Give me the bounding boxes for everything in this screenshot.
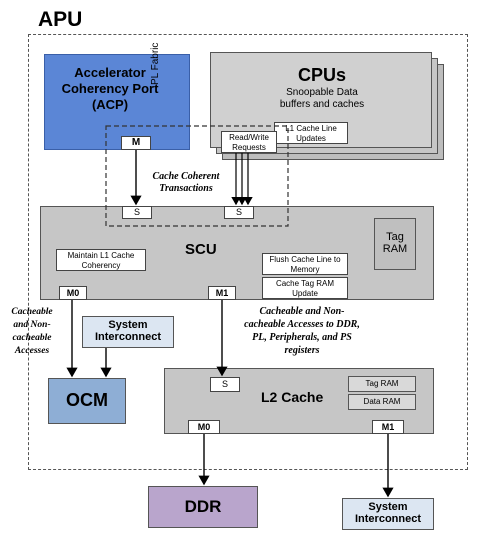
scu-port-m0: M0 bbox=[59, 286, 87, 300]
tagupd-line1: Cache Tag RAM bbox=[275, 279, 335, 288]
left-access-label-4: Accesses bbox=[14, 346, 50, 356]
l2-title: L2 Cache bbox=[261, 389, 324, 405]
l2-port-m1: M1 bbox=[372, 420, 404, 434]
center-access-label-2: cacheable Accesses to DDR, bbox=[244, 319, 360, 330]
flush-line1: Flush Cache Line to bbox=[269, 255, 341, 264]
apu-container bbox=[28, 34, 468, 470]
scu-tag-line2: RAM bbox=[382, 243, 408, 255]
scu-port-m1: M1 bbox=[208, 286, 236, 300]
cpus-subtitle-2: buffers and caches bbox=[279, 99, 365, 110]
scu-tag-line1: Tag bbox=[386, 231, 404, 243]
ocm-label: OCM bbox=[66, 390, 108, 410]
sysic-bottom-line1: System bbox=[368, 501, 408, 513]
scu-port-s1: S bbox=[122, 206, 152, 219]
rw-line1: Read/Write bbox=[229, 133, 269, 142]
flush-cache-line: Flush Cache Line to Memory bbox=[262, 253, 348, 275]
ocm-block: OCM bbox=[48, 378, 126, 424]
acp-block: Accelerator Coherency Port (ACP) PL Fabr… bbox=[44, 43, 190, 150]
ddr-block: DDR bbox=[148, 486, 258, 528]
rw-line2: Requests bbox=[232, 143, 266, 152]
l1-updates-line1: L1 Cache Line bbox=[285, 124, 337, 133]
l1-updates-line2: Updates bbox=[296, 134, 326, 143]
scu-port-s2: S bbox=[224, 206, 254, 219]
scu-title: SCU bbox=[185, 241, 217, 258]
read-write-requests: Read/Write Requests bbox=[221, 131, 277, 153]
system-interconnect-bottom: System Interconnect bbox=[342, 498, 434, 530]
flush-line2: Memory bbox=[290, 265, 320, 274]
l2-tag-ram: Tag RAM bbox=[348, 376, 416, 392]
left-access-label-3: cacheable bbox=[12, 333, 52, 343]
coherent-label-1: Cache Coherent bbox=[152, 171, 220, 182]
scu-tag-ram: Tag RAM bbox=[374, 218, 416, 270]
maintain-l1-coherency: Maintain L1 Cache Coherency bbox=[56, 249, 146, 271]
sysic-bottom-line2: Interconnect bbox=[354, 513, 421, 525]
maintain-line1: Maintain L1 Cache bbox=[67, 251, 135, 260]
coherent-region bbox=[105, 125, 289, 227]
coherent-label-2: Transactions bbox=[159, 183, 213, 194]
tagupd-line2: Update bbox=[292, 289, 318, 298]
left-access-label-1: Cacheable bbox=[11, 307, 53, 317]
ddr-label: DDR bbox=[184, 497, 222, 516]
acp-line1: Accelerator bbox=[74, 65, 146, 80]
center-access-label-4: registers bbox=[284, 345, 320, 356]
apu-title: APU bbox=[38, 8, 83, 31]
system-interconnect-top: System Interconnect bbox=[82, 316, 174, 348]
left-access-label-2: and Non- bbox=[13, 320, 51, 330]
center-access-label-3: PL, Peripherals, and PS bbox=[252, 332, 352, 343]
acp-line2: Coherency Port bbox=[61, 81, 159, 96]
sysic-top-line1: System bbox=[108, 319, 148, 331]
acp-port-m: M bbox=[121, 136, 151, 150]
sysic-top-line2: Interconnect bbox=[94, 331, 161, 343]
acp-line3: (ACP) bbox=[91, 97, 129, 112]
l2-port-m0: M0 bbox=[188, 420, 220, 434]
cache-tag-ram-update: Cache Tag RAM Update bbox=[262, 277, 348, 299]
cpus-subtitle-1: Snoopable Data bbox=[286, 87, 358, 98]
l2-data-ram: Data RAM bbox=[348, 394, 416, 410]
maintain-line2: Coherency bbox=[81, 261, 121, 270]
l2-port-s: S bbox=[210, 377, 240, 392]
cpus-title: CPUs bbox=[297, 65, 346, 85]
center-access-label-1: Cacheable and Non- bbox=[259, 306, 345, 317]
